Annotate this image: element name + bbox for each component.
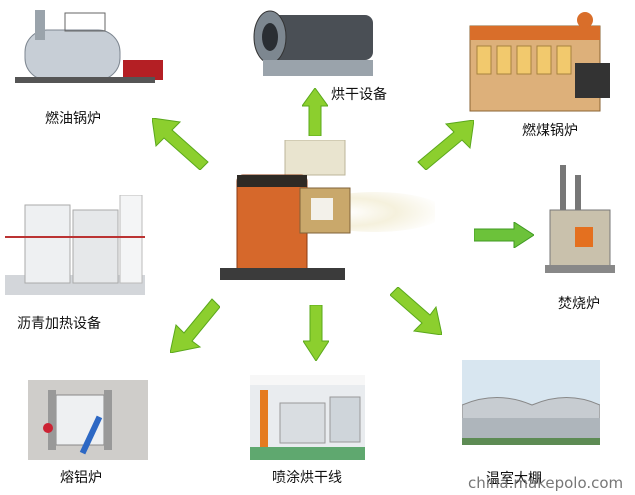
arrow-right [474, 222, 534, 248]
label-oil-boiler: 燃油锅炉 [45, 111, 101, 127]
aluminum-furnace-image [28, 380, 148, 460]
dryer-image [253, 10, 373, 76]
arrow-up [302, 88, 328, 136]
central-burner-image [220, 140, 435, 280]
label-greenhouse: 温室大棚 [486, 471, 542, 487]
arrow-down [303, 305, 329, 361]
greenhouse-image [462, 360, 600, 445]
label-incinerator: 焚烧炉 [558, 296, 600, 312]
coal-boiler-image [469, 12, 610, 112]
watermark: china.makepolo.com [468, 474, 624, 492]
arrow-down-left [170, 298, 220, 353]
asphalt-heating-image [5, 195, 145, 295]
arrow-up-left [152, 118, 209, 170]
label-coal-boiler: 燃煤锅炉 [522, 123, 578, 139]
label-aluminum-furnace: 熔铝炉 [60, 470, 102, 486]
label-dryer: 烘干设备 [331, 87, 387, 103]
spray-line-image [250, 375, 365, 460]
arrow-up-right [417, 120, 474, 170]
oil-boiler-image [15, 10, 163, 83]
label-asphalt-heating: 沥青加热设备 [17, 316, 101, 332]
label-spray-line: 喷涂烘干线 [272, 470, 342, 486]
arrow-down-right [390, 287, 442, 335]
incinerator-image [545, 165, 615, 273]
